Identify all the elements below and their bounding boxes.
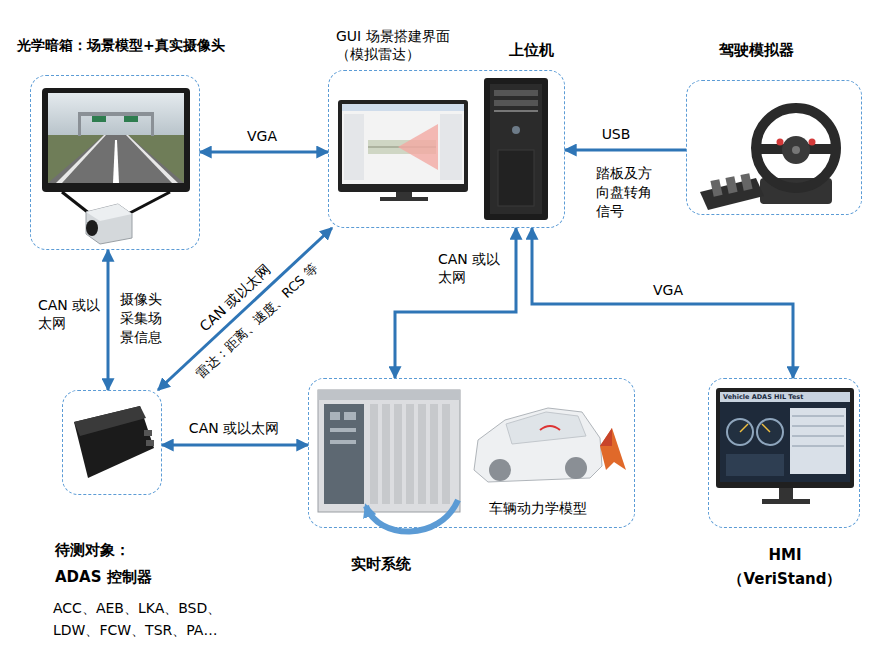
connector — [565, 149, 686, 152]
realtime-panel: 实时系统车辆动力学模型 — [308, 378, 635, 528]
edge-label: CAN 或以太网 — [187, 419, 281, 437]
edge-label: USB — [600, 125, 633, 143]
simulator-panel: 驾驶模拟器 — [686, 80, 862, 215]
node-body: ACC、AEB、LKA、BSD、 LDW、FCW、TSR、PA… — [53, 597, 248, 642]
node-heading: GUI 场景搭建界面（模拟雷达） — [336, 27, 476, 63]
controller-panel: 待测对象： ADAS 控制器ACC、AEB、LKA、BSD、 LDW、FCW、T… — [62, 390, 162, 495]
connector — [162, 444, 308, 447]
connector — [200, 151, 328, 154]
connector — [532, 228, 793, 378]
node-body: 车辆动力学模型 — [489, 499, 587, 517]
connector — [107, 250, 110, 390]
node-heading: 待测对象： ADAS 控制器 — [55, 537, 165, 591]
edge-label: CAN 或以太网 — [436, 250, 504, 286]
edge-label: VGA — [245, 127, 279, 145]
annotation: 摄像头采集场景信息 — [120, 290, 166, 347]
edge-label: VGA — [651, 281, 685, 299]
node-heading: 实时系统 — [351, 555, 411, 575]
annotation: 踏板及方向盘转角信号 — [596, 164, 656, 221]
node-heading: 光学暗箱：场景模型+真实摄像头 — [17, 36, 225, 54]
connector — [158, 228, 332, 390]
darkbox-panel: 光学暗箱：场景模型+真实摄像头 — [30, 75, 200, 250]
node-body: 上位机 — [509, 41, 554, 61]
connector — [395, 228, 516, 378]
edge-label: CAN 或以太网 — [36, 296, 104, 332]
host-panel: GUI 场景搭建界面（模拟雷达）上位机 — [328, 70, 565, 228]
screen-title: Vehicle ADAS HIL Test — [723, 393, 803, 402]
node-heading: 驾驶模拟器 — [719, 41, 794, 61]
node-heading: HMI （VeriStand） — [725, 543, 845, 591]
